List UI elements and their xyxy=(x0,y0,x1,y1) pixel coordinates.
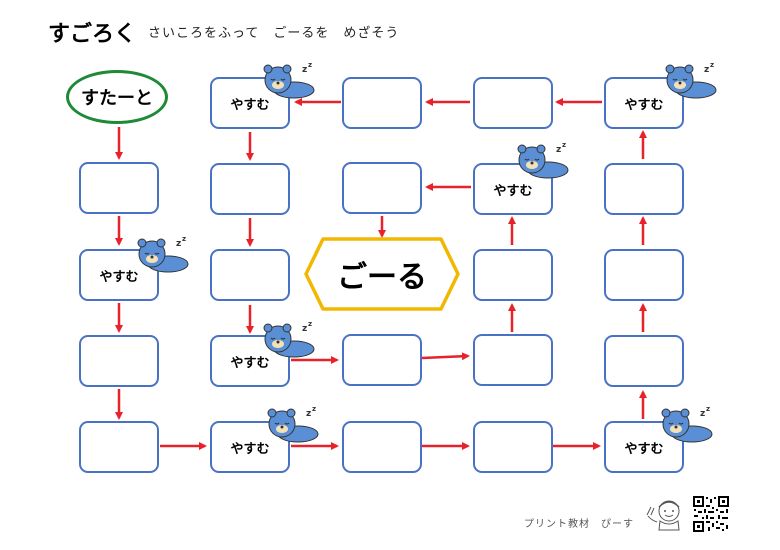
board-space xyxy=(342,421,422,473)
goal-hexagon-shape xyxy=(304,237,460,311)
sleeping-bear-icon: z z xyxy=(661,405,713,443)
sleeping-bear-icon: z z xyxy=(137,235,189,273)
goal-space: ごーる xyxy=(303,236,461,312)
sleeping-bear-icon: z z xyxy=(267,405,319,443)
board-space xyxy=(604,163,684,215)
svg-text:z: z xyxy=(562,141,566,149)
board-space xyxy=(604,335,684,387)
svg-text:z: z xyxy=(302,324,307,334)
sleeping-bear-icon: z z xyxy=(263,61,315,99)
board-space xyxy=(604,249,684,301)
board-space xyxy=(473,77,553,129)
board-space xyxy=(473,421,553,473)
page-subtitle: さいころをふって ごーるを めざそう xyxy=(148,26,400,41)
board-space xyxy=(473,334,553,386)
sleeping-bear-icon: z z xyxy=(263,320,315,358)
board-space xyxy=(473,249,553,301)
svg-text:z: z xyxy=(700,409,705,419)
board-space xyxy=(210,249,290,301)
board-space xyxy=(342,334,422,386)
svg-text:z: z xyxy=(312,405,316,413)
svg-text:z: z xyxy=(556,145,561,155)
goal-label: ごーる xyxy=(337,260,427,295)
board-space xyxy=(79,335,159,387)
start-space: すたーと xyxy=(66,70,168,124)
sleeping-bear-icon: z z xyxy=(517,141,569,179)
svg-text:z: z xyxy=(704,65,709,75)
rest-space: やすむ xyxy=(79,249,159,301)
svg-text:z: z xyxy=(308,61,312,69)
kid-peace-sign-icon xyxy=(646,500,680,531)
svg-text:z: z xyxy=(710,61,714,69)
board-space xyxy=(210,163,290,215)
svg-text:z: z xyxy=(306,409,311,419)
board-space xyxy=(342,162,422,214)
svg-text:z: z xyxy=(308,320,312,328)
page-title: すごろく xyxy=(48,22,137,47)
svg-text:z: z xyxy=(706,405,710,413)
board-space xyxy=(342,77,422,129)
svg-text:z: z xyxy=(182,235,186,243)
svg-text:z: z xyxy=(302,65,307,75)
board-space xyxy=(79,421,159,473)
svg-text:z: z xyxy=(176,239,181,249)
qr-code-icon xyxy=(692,495,730,533)
sleeping-bear-icon: z z xyxy=(665,61,717,99)
footer-credit: プリント教材 ぴーす xyxy=(524,519,634,530)
board-space xyxy=(79,162,159,214)
